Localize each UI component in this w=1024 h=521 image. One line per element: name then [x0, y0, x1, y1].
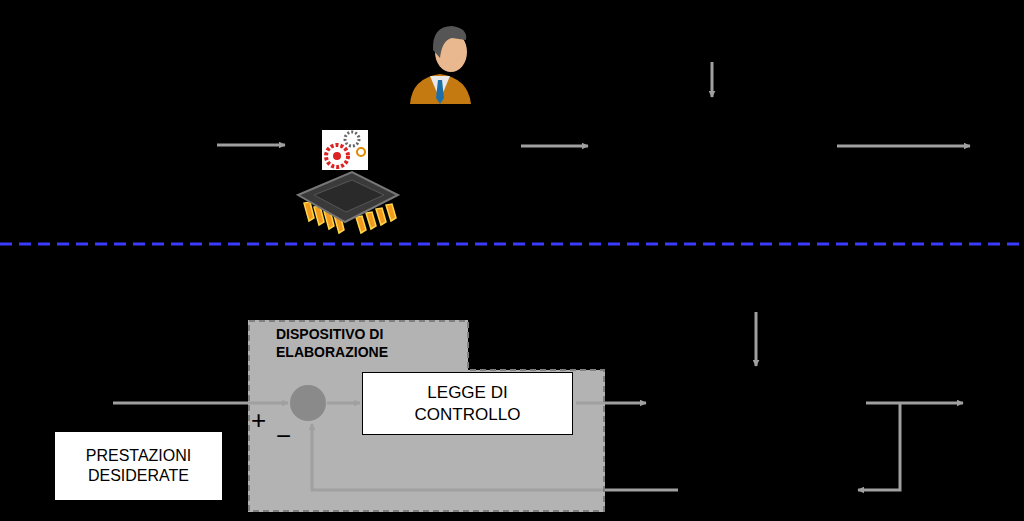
sign-label: −: [276, 423, 291, 449]
separator-line: [0, 243, 1024, 246]
measure-arrow: [858, 403, 900, 490]
processor-chip: [298, 172, 398, 233]
output-arrow: [866, 402, 963, 405]
node-text: DISPOSITIVO DI ELABORAZIONE: [276, 326, 446, 361]
control-arrow: [576, 402, 646, 405]
control-law-box: LEGGE DI CONTROLLO: [362, 372, 573, 435]
node-text: PRESTAZIONI DESIDERATE: [64, 446, 214, 486]
node-text: LEGGE DI CONTROLLO: [393, 382, 543, 425]
reference-arrow: [113, 402, 288, 405]
disturbance-arrow: [711, 62, 714, 97]
summing-junction: [290, 385, 326, 421]
gear-icon: [322, 130, 368, 170]
operator-icon: [410, 26, 471, 104]
signal-arrow: [521, 145, 588, 148]
error-arrow: [327, 402, 360, 405]
disturbance-arrow: [755, 312, 758, 366]
region-outline-path: [249, 321, 604, 511]
desired-performance-box: PRESTAZIONI DESIDERATE: [55, 432, 222, 500]
signal-arrow: [837, 145, 970, 148]
processing-region: [248, 320, 605, 512]
signal-arrow: [217, 144, 285, 147]
processing-device: DISPOSITIVO DI ELABORAZIONE LEGGE DI CONT…: [248, 320, 605, 512]
sign-label: +: [251, 407, 266, 433]
